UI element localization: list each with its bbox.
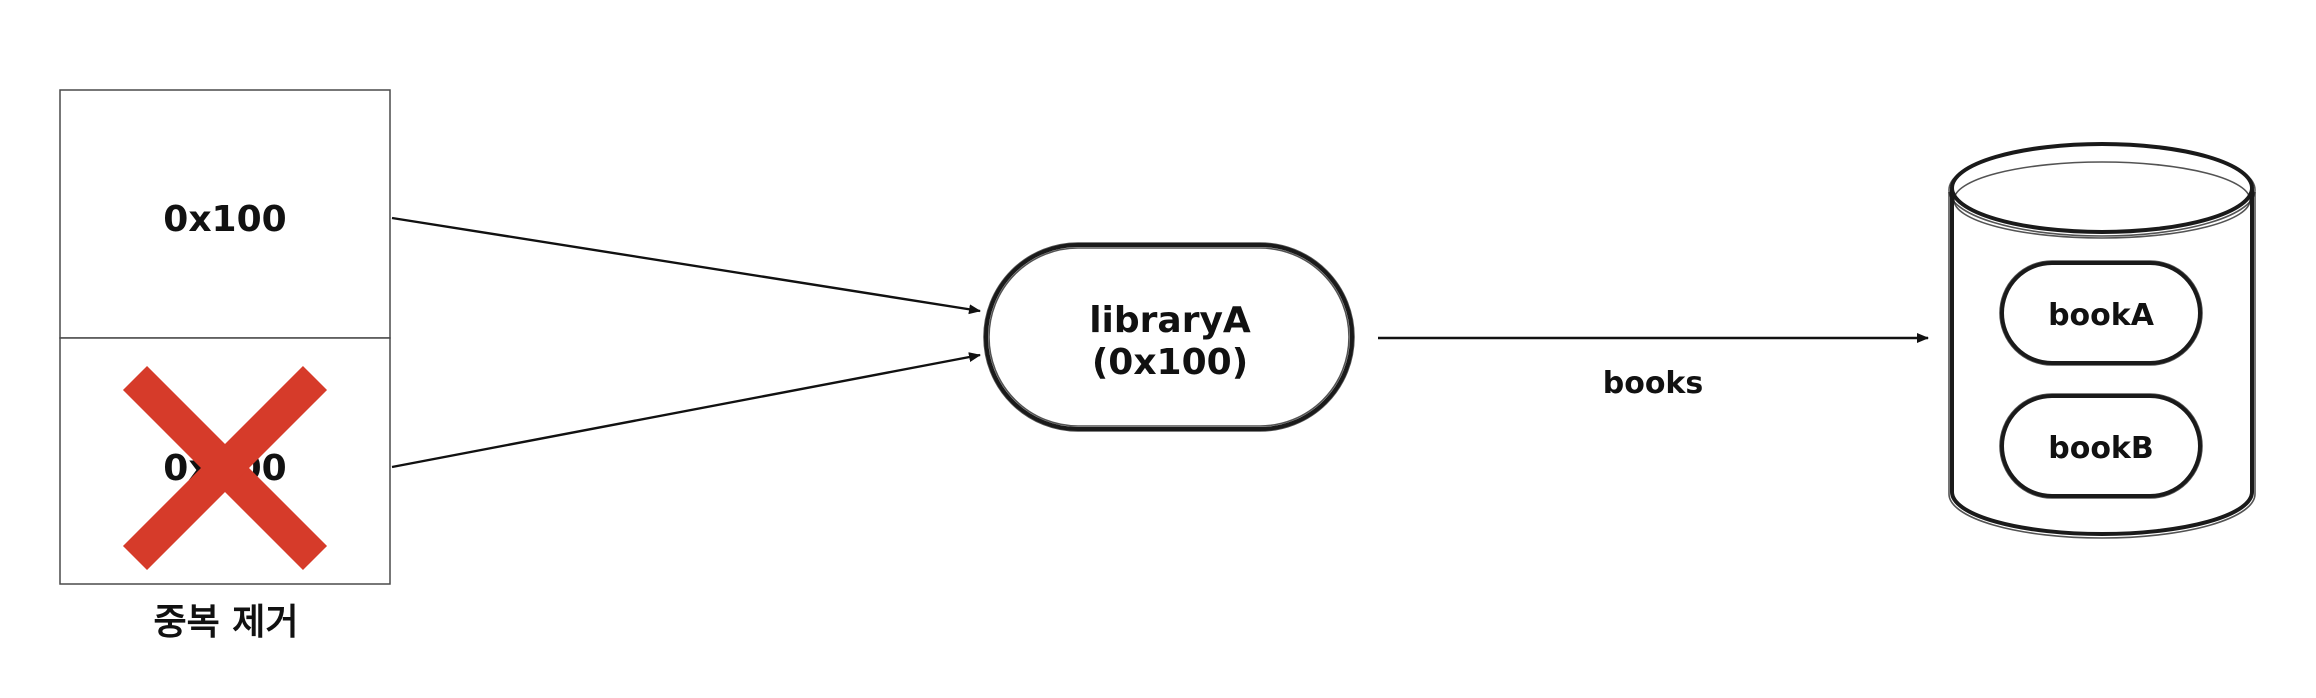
reference-arrow-top (391, 216, 981, 315)
books-arrow-label: books (1603, 366, 1704, 401)
database-cylinder-icon: bookA bookB (1948, 142, 2256, 539)
book-label-b: bookB (2048, 431, 2154, 466)
book-label-a: bookA (2048, 298, 2155, 333)
book-item-a: bookA (1999, 260, 2203, 366)
reference-cell-top (59, 89, 391, 339)
library-address: (0x100) (1092, 342, 1248, 383)
library-name: libraryA (1089, 300, 1251, 341)
reference-label-top: 0x100 (163, 199, 286, 240)
reference-arrow-bottom (391, 352, 981, 469)
cross-mark-icon (122, 365, 328, 571)
library-node: libraryA (0x100) (983, 242, 1355, 432)
reference-list: 0x100 0x100 중복 제거 (59, 89, 391, 643)
dedupe-caption: 중복 제거 (153, 602, 298, 643)
book-item-b: bookB (1999, 393, 2203, 499)
